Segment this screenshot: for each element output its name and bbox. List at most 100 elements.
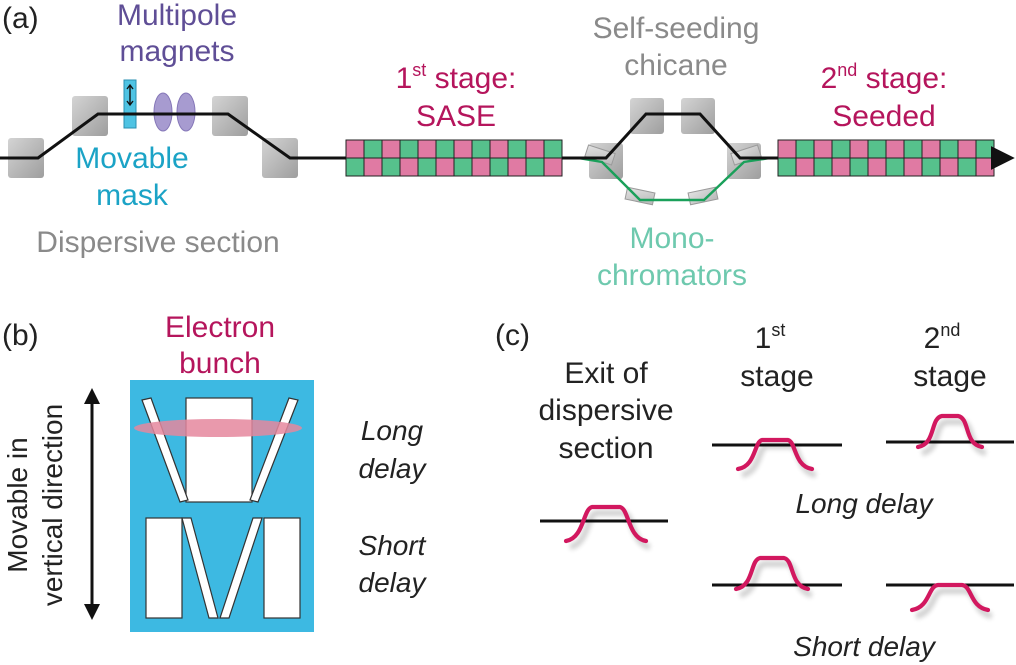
undulator-cell (453, 139, 473, 159)
undulator-cell (381, 157, 401, 177)
electron-bunch-label-1: Electron (165, 311, 275, 344)
panel-c: (c) Exit of dispersive section 1st stage… (495, 319, 1014, 662)
panel-c-letter: (c) (495, 319, 530, 352)
undulator-cell (921, 139, 941, 159)
undulator-cell (381, 139, 401, 159)
undulator-cell (975, 139, 995, 159)
mask-slot-short-right (263, 517, 301, 619)
panel-a: (a) Multipole magnets Movable mask Dispe… (0, 0, 1015, 292)
mask-slit-short-left (181, 517, 219, 619)
stage-1-name: SASE (416, 100, 496, 133)
undulator-cell (939, 157, 959, 177)
profile-short-stage1 (733, 555, 813, 598)
short-delay-label-2: delay (359, 567, 428, 598)
electron-bunch-label-2: bunch (179, 347, 261, 380)
mask-slot-long-center (185, 397, 253, 503)
multipole-magnet-1 (153, 92, 173, 132)
undulator-cell (885, 157, 905, 177)
profile-exit (563, 504, 652, 550)
undulator-cell (435, 139, 455, 159)
stage-2-word: stage (913, 360, 986, 393)
chicane-magnet-3 (681, 98, 715, 134)
exit-label-2: dispersive (538, 394, 673, 427)
long-delay-caption: Long delay (795, 488, 934, 519)
stage-2-name: Seeded (832, 100, 935, 133)
multipole-label-2: magnets (119, 35, 234, 68)
undulator-cell (777, 157, 797, 177)
profile-long-stage1 (735, 437, 817, 478)
vertical-direction-label-2: vertical direction (37, 404, 68, 606)
dispersive-magnets (8, 96, 298, 178)
undulator-cell (345, 139, 365, 159)
undulator-cell (957, 139, 977, 159)
undulator-cell (543, 139, 563, 159)
undulator-cell (525, 139, 545, 159)
undulator-cell (939, 139, 959, 159)
undulator-cell (777, 139, 797, 159)
multipole-label-1: Multipole (117, 0, 237, 32)
undulator-cell (957, 157, 977, 177)
undulator-cell (417, 157, 437, 177)
undulator-cell (489, 139, 509, 159)
chicane-label-2: chicane (624, 49, 727, 82)
panel-b: (b) Electron bunch Movable in vertical d… (2, 311, 427, 632)
undulator-cell (831, 157, 851, 177)
xray-path-monochromator (577, 156, 771, 202)
undulator-cell (507, 139, 527, 159)
undulator-cell (363, 157, 383, 177)
movable-mask-label-2: mask (96, 179, 169, 212)
mask-slot-short-left (145, 517, 183, 619)
short-delay-label-1: Short (359, 530, 427, 561)
mask-arrow-icon (126, 83, 134, 107)
undulator-cell (471, 139, 491, 159)
undulator-cell (867, 139, 887, 159)
multipole-magnet-2 (176, 92, 196, 132)
beam-path-dispersive (0, 112, 318, 160)
undulator-cell (903, 139, 923, 159)
vertical-arrow-head-top (84, 388, 100, 404)
dipole-magnet-4 (262, 138, 298, 178)
stage-1-number: 1st (755, 320, 786, 355)
self-seeding-chicane (568, 98, 776, 206)
undulator-cell (435, 157, 455, 177)
undulator-cell (795, 139, 815, 159)
profile-short-stage2 (909, 582, 993, 619)
long-delay-label-1: Long (361, 415, 424, 446)
stage-2-number: 2nd (924, 320, 961, 355)
undulator-cell (813, 157, 833, 177)
beam-path-chicane (568, 112, 776, 160)
undulator-cell (525, 157, 545, 177)
undulator-cell (363, 139, 383, 159)
undulator-stage-1 (345, 139, 563, 177)
undulator-cell (903, 157, 923, 177)
undulator-cell (885, 139, 905, 159)
movable-mask-label-1: Movable (75, 142, 188, 175)
undulator-cell (399, 157, 419, 177)
undulator-cell (831, 139, 851, 159)
dispersive-section-label: Dispersive section (36, 226, 279, 259)
exit-label-1: Exit of (564, 357, 648, 390)
undulator-cell (543, 157, 563, 177)
undulator-cell (471, 157, 491, 177)
undulator-stage-2 (777, 139, 995, 177)
profile-long-stage2 (915, 413, 987, 456)
long-delay-label-2: delay (359, 453, 428, 484)
short-delay-caption: Short delay (793, 631, 937, 662)
chicane-label-1: Self-seeding (593, 12, 760, 45)
panel-a-letter: (a) (2, 2, 39, 35)
panel-b-letter: (b) (2, 319, 39, 352)
monochromators-label-2: chromators (597, 259, 747, 292)
mask-slit-short-right (219, 517, 263, 619)
undulator-cell (399, 139, 419, 159)
monochromators-label-1: Mono- (629, 222, 714, 255)
stage-2-title: 2nd stage: (821, 60, 948, 95)
undulator-cell (849, 157, 869, 177)
undulator-cell (813, 139, 833, 159)
undulator-cell (795, 157, 815, 177)
exit-label-3: section (558, 432, 653, 465)
chicane-magnet-2 (630, 98, 664, 134)
undulator-cell (453, 157, 473, 177)
undulator-cell (849, 139, 869, 159)
electron-bunch (134, 419, 302, 437)
